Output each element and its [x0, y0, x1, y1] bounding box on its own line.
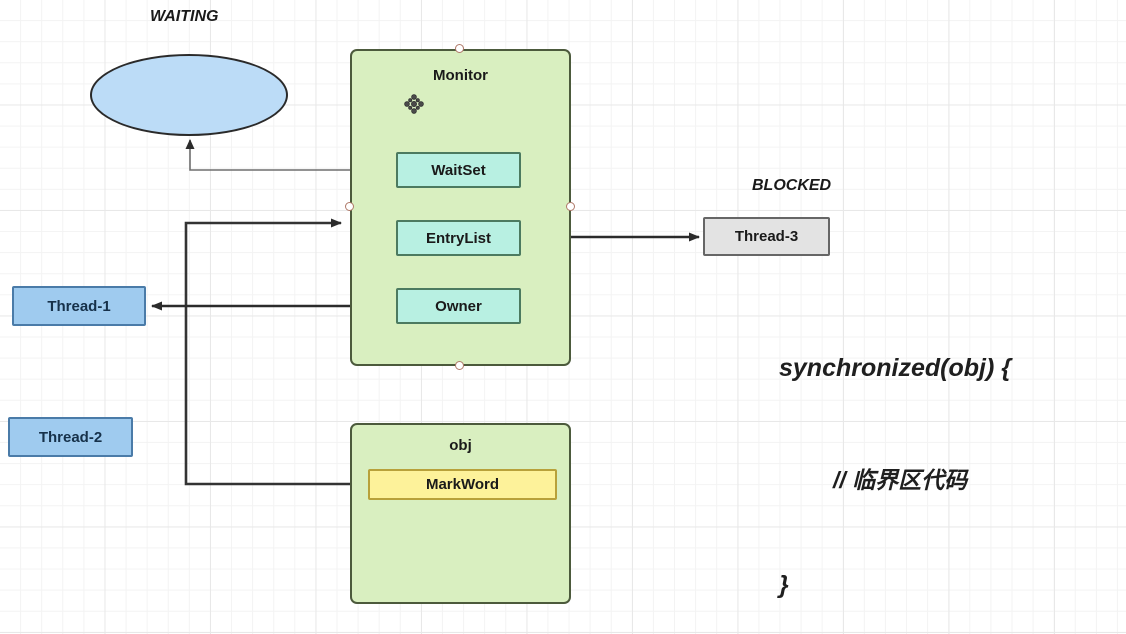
connector-dot-monitor-top[interactable]	[455, 44, 464, 53]
code-line-synchronized: synchronized(obj) {	[779, 354, 1011, 382]
markword-label: MarkWord	[425, 476, 500, 493]
code-line-close-brace: }	[779, 571, 789, 599]
waiting-ellipse[interactable]	[90, 54, 288, 136]
connector-dot-monitor-bottom[interactable]	[455, 361, 464, 370]
thread2-box[interactable]: Thread-2	[8, 417, 133, 457]
state-label-waiting: WAITING	[150, 8, 219, 25]
owner-label: Owner	[435, 297, 482, 315]
obj-title: obj	[449, 437, 472, 454]
markword-box[interactable]: MarkWord	[368, 469, 557, 500]
connector-dot-monitor-left[interactable]	[345, 202, 354, 211]
waitset-box[interactable]: WaitSet	[396, 152, 521, 188]
monitor-title: Monitor	[433, 67, 488, 84]
state-label-blocked: BLOCKED	[752, 177, 832, 194]
move-handle-icon[interactable]	[403, 93, 425, 115]
code-line-critical-section: // 临界区代码	[833, 467, 968, 493]
thread1-box[interactable]: Thread-1	[12, 286, 146, 326]
thread2-label: Thread-2	[38, 428, 103, 446]
thread3-box[interactable]: Thread-3	[703, 217, 830, 256]
owner-box[interactable]: Owner	[396, 288, 521, 324]
waitset-label: WaitSet	[431, 161, 486, 179]
edge-markword-to-monitor	[184, 218, 368, 486]
obj-container[interactable]: obj	[350, 423, 571, 604]
thread3-label: Thread-3	[734, 228, 799, 245]
entrylist-label: EntryList	[425, 229, 491, 247]
entrylist-box[interactable]: EntryList	[396, 220, 521, 256]
connector-dot-monitor-right[interactable]	[566, 202, 575, 211]
thread1-label: Thread-1	[47, 297, 111, 315]
